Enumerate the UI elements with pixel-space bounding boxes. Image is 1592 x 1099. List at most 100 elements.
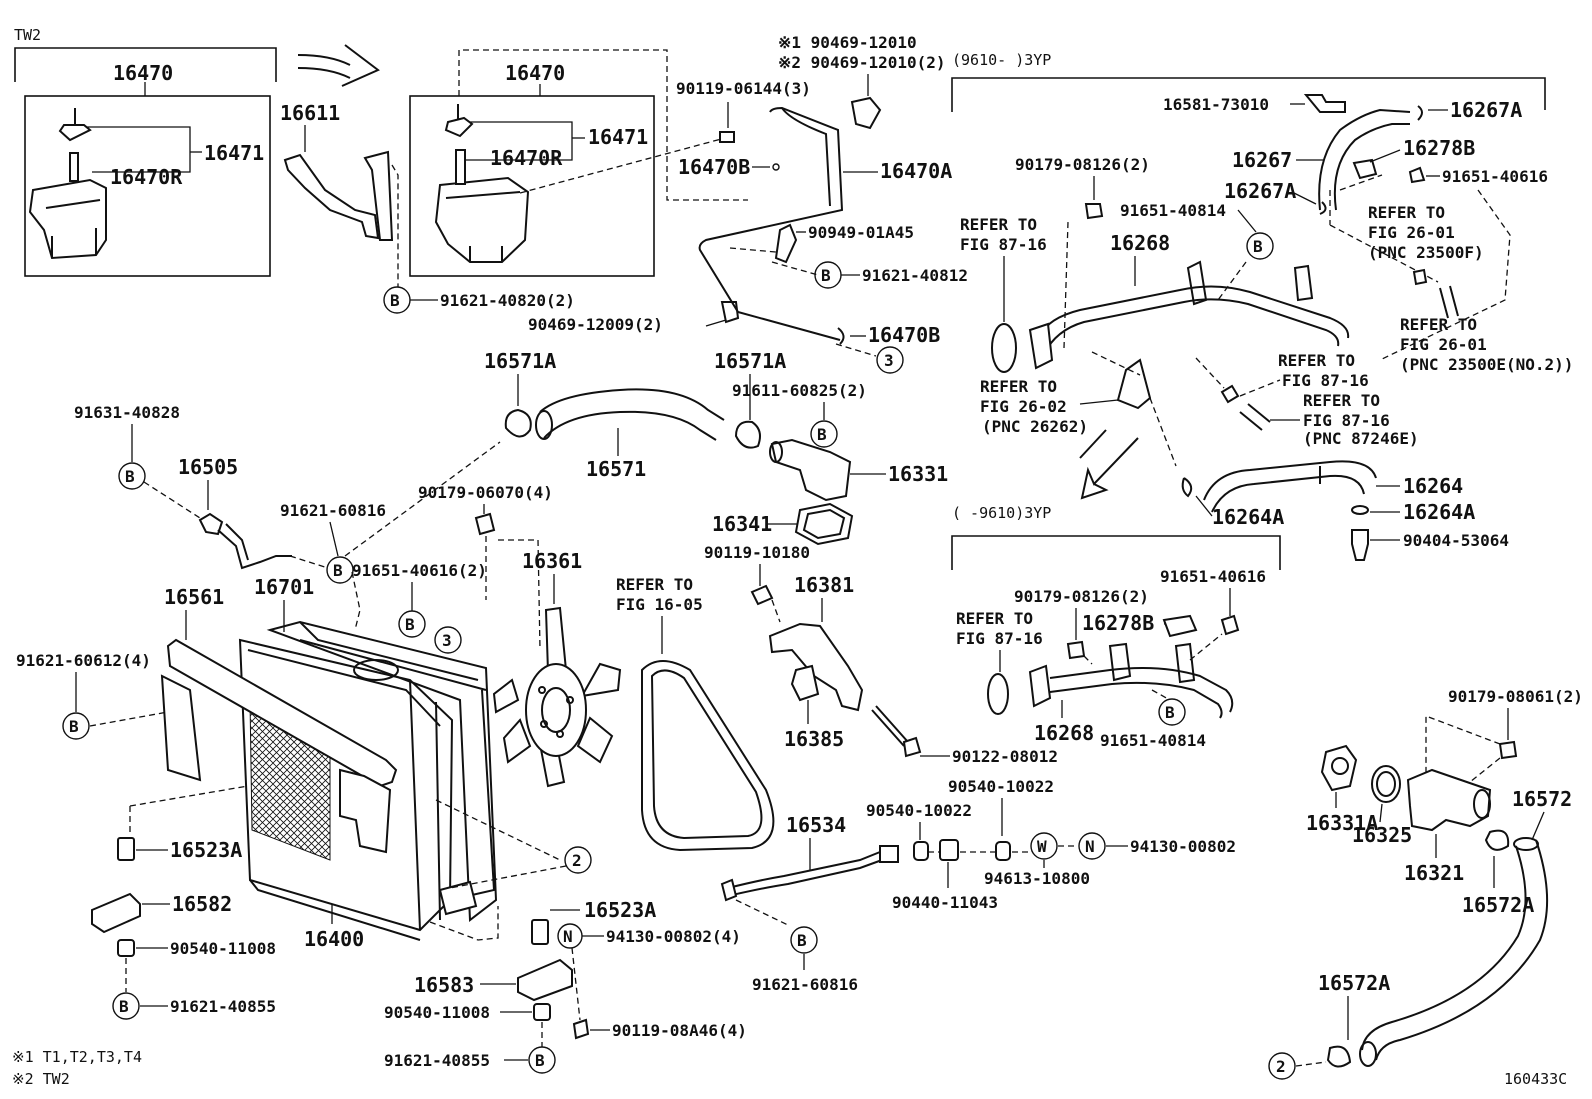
drain-cock-90404-53064[interactable] (1351, 529, 1369, 561)
part-16470-left[interactable]: 16470 (113, 61, 173, 85)
part-16571a-left[interactable]: 16571A (484, 349, 556, 373)
part-16572a-right[interactable]: 16572A (1462, 893, 1534, 917)
part-90119-10180[interactable]: 90119-10180 (704, 543, 810, 562)
clamp-16572a-right[interactable] (1484, 829, 1510, 851)
part-91621-40855-mid[interactable]: 91621-40855 (384, 1051, 490, 1070)
part-91651-40616-mid[interactable]: 91651-40616(2) (352, 561, 487, 580)
part-90179-06070[interactable]: 90179-06070(4) (418, 483, 553, 502)
part-94613-10800[interactable]: 94613-10800 (984, 869, 1090, 888)
part-90540-11008-mid[interactable]: 90540-11008 (384, 1003, 490, 1022)
clip-90469-12010[interactable] (850, 96, 882, 130)
part-16701[interactable]: 16701 (254, 575, 314, 599)
part-16268-low[interactable]: 16268 (1034, 721, 1094, 745)
part-16470r-left[interactable]: 16470R (110, 165, 183, 189)
part-16572a-left[interactable]: 16572A (1318, 971, 1390, 995)
bolt-90119-10180[interactable] (750, 584, 774, 606)
cooling-fan-16361[interactable] (492, 606, 622, 788)
part-16278b-low[interactable]: 16278B (1082, 611, 1154, 635)
part-16361[interactable]: 16361 (522, 549, 582, 573)
part-16471-left[interactable]: 16471 (204, 141, 264, 165)
cushion-16523a-mid[interactable] (531, 919, 549, 945)
bolt-90119-06144[interactable] (719, 131, 735, 143)
radiator-support-16561[interactable] (160, 638, 398, 854)
cushion-16523a-left[interactable] (117, 837, 135, 861)
bolt-91651-40616-low[interactable] (1220, 614, 1240, 636)
part-16470a[interactable]: 16470A (880, 159, 952, 183)
part-91651-40616-top[interactable]: 91651-40616 (1442, 167, 1548, 186)
part-16470r-mid[interactable]: 16470R (490, 146, 563, 170)
lower-hose-16572[interactable] (1359, 837, 1549, 1067)
clip-90469-12009[interactable] (720, 301, 740, 324)
reserve-tank-tw2[interactable] (28, 108, 107, 260)
bolt-91651-40616-top[interactable] (1408, 166, 1426, 184)
part-16267a-top[interactable]: 16267A (1450, 98, 1522, 122)
hose-16267[interactable] (1318, 108, 1411, 211)
clamp-16571a-left[interactable] (504, 408, 532, 438)
part-16582[interactable]: 16582 (172, 892, 232, 916)
clamp-16572a-left[interactable] (1326, 1045, 1352, 1068)
part-16385[interactable]: 16385 (784, 727, 844, 751)
part-90469-12010-t[interactable]: ※1 90469-12010 (778, 33, 917, 52)
part-90540-10022-a[interactable]: 90540-10022 (866, 801, 972, 820)
water-outlet-16331[interactable] (769, 438, 852, 502)
clamp-16581-73010[interactable] (1303, 94, 1346, 113)
part-91621-60816-top[interactable]: 91621-60816 (280, 501, 386, 520)
part-16523a-mid[interactable]: 16523A (584, 898, 656, 922)
clip-16267a-mid[interactable] (1319, 201, 1327, 215)
part-91651-40814-top[interactable]: 91651-40814 (1120, 201, 1226, 220)
part-16400[interactable]: 16400 (304, 927, 364, 951)
clip-16264a-right[interactable] (1351, 505, 1369, 515)
part-16471-mid[interactable]: 16471 (588, 125, 648, 149)
part-16331a[interactable]: 16331A (1306, 811, 1378, 835)
part-90119-08a46[interactable]: 90119-08A46(4) (612, 1021, 747, 1040)
gasket-16325[interactable] (1371, 765, 1401, 803)
part-16264a-left[interactable]: 16264A (1212, 505, 1284, 529)
part-91621-40855-left[interactable]: 91621-40855 (170, 997, 276, 1016)
part-16331[interactable]: 16331 (888, 462, 948, 486)
part-94130-00802-right[interactable]: 94130-00802 (1130, 837, 1236, 856)
part-91621-40820[interactable]: 91621-40820(2) (440, 291, 575, 310)
bracket-16611[interactable]: 16611 (280, 101, 394, 241)
bracket-16582[interactable] (91, 892, 141, 934)
thermostat-16331a[interactable] (1320, 744, 1358, 792)
part-90540-11008-left[interactable]: 90540-11008 (170, 939, 276, 958)
part-16278b-top[interactable]: 16278B (1403, 136, 1475, 160)
part-16264a-right[interactable]: 16264A (1403, 500, 1475, 524)
part-16505[interactable]: 16505 (178, 455, 238, 479)
part-16572[interactable]: 16572 (1512, 787, 1572, 811)
part-16571[interactable]: 16571 (586, 457, 646, 481)
part-16611[interactable]: 16611 (280, 101, 340, 125)
part-16534[interactable]: 16534 (786, 813, 846, 837)
clamp-90949-01a45[interactable] (774, 223, 798, 264)
sleeve-90440-11043[interactable] (939, 839, 959, 861)
gasket-pipe-flange-top[interactable] (1028, 322, 1054, 370)
collar-90540-10022-b[interactable] (995, 841, 1011, 861)
bolt-90119-08a46[interactable] (572, 1018, 590, 1040)
part-90179-08126-top[interactable]: 90179-08126(2) (1015, 155, 1150, 174)
clip-16267a-top[interactable] (1417, 105, 1423, 121)
nut-90179-08061[interactable] (1498, 740, 1518, 760)
part-91651-40616-low[interactable]: 91651-40616 (1160, 567, 1266, 586)
nut-90179-08126-top[interactable] (1084, 203, 1104, 220)
clamp-16278b-top[interactable] (1352, 158, 1378, 180)
part-94130-00802-left[interactable]: 94130-00802(4) (606, 927, 741, 946)
reserve-tank[interactable] (434, 104, 530, 263)
part-90540-10022-b[interactable]: 90540-10022 (948, 777, 1054, 796)
part-90949-01a45[interactable]: 90949-01A45 (808, 223, 914, 242)
part-16583[interactable]: 16583 (414, 973, 474, 997)
part-90404-53064[interactable]: 90404-53064 (1403, 531, 1509, 550)
cushion-16385[interactable] (790, 664, 820, 702)
bolt-90122-08012[interactable] (871, 705, 909, 747)
part-91651-40814-low[interactable]: 91651-40814 (1100, 731, 1206, 750)
part-16268-top[interactable]: 16268 (1110, 231, 1170, 255)
part-90179-08126-low[interactable]: 90179-08126(2) (1014, 587, 1149, 606)
bracket-16583[interactable] (517, 958, 573, 1002)
part-16264[interactable]: 16264 (1403, 474, 1463, 498)
nut-90179-08126-low[interactable] (1066, 640, 1086, 660)
collar-90540-11008-mid[interactable] (533, 1003, 551, 1021)
part-91621-40812[interactable]: 91621-40812 (862, 266, 968, 285)
clamp-16571a-right[interactable] (734, 420, 761, 449)
part-16325[interactable]: 16325 (1352, 823, 1412, 847)
hose-16534[interactable] (720, 845, 899, 902)
collar-90540-10022-a[interactable] (913, 841, 929, 861)
